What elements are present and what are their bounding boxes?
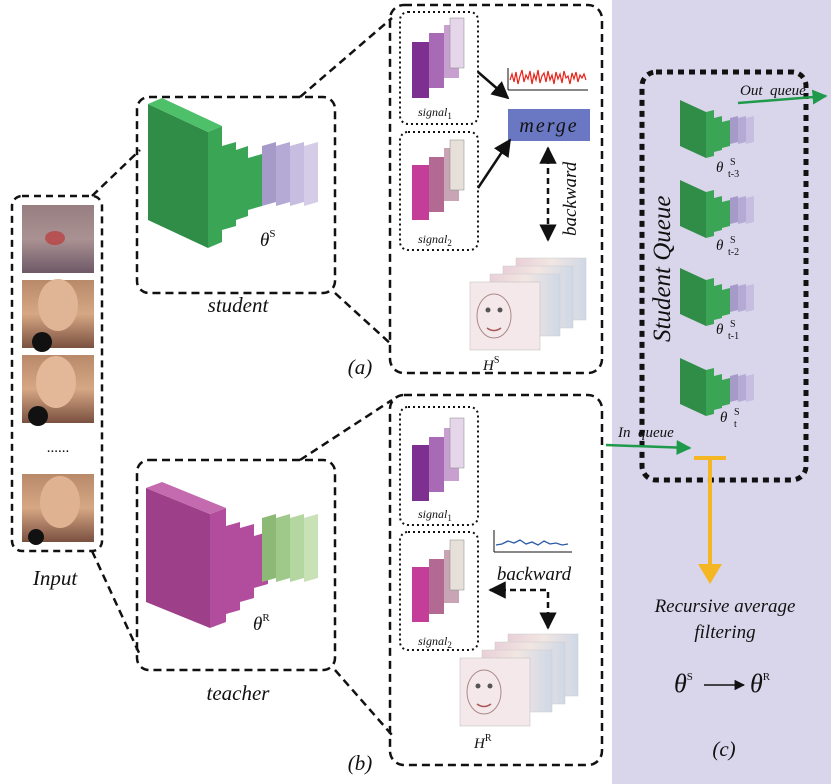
teacher-network-icon <box>146 482 318 628</box>
hr-label: HR <box>473 733 492 752</box>
backward-label-b: backward <box>497 564 572 585</box>
svg-text:θS: θS <box>674 669 693 698</box>
input-ellipsis: ...... <box>47 440 70 456</box>
student-queue-label: Student Queue <box>649 196 676 342</box>
queue-network-t <box>680 358 754 416</box>
out-queue-label: Out queue <box>740 83 806 99</box>
merge-label: merge <box>519 115 578 137</box>
input-face-2 <box>22 279 94 352</box>
queue-network-t2 <box>680 180 754 238</box>
svg-text:θSt-1: θSt-1 <box>716 319 739 342</box>
input-face-4 <box>22 474 94 545</box>
panel-b-box <box>388 393 604 767</box>
recursive-filter-arrow <box>694 456 726 584</box>
panel-c-label: (c) <box>712 737 735 761</box>
svg-text:signal2: signal2 <box>418 232 452 248</box>
input-frame-border <box>10 194 104 553</box>
svg-text:θR: θR <box>750 669 771 698</box>
signal1-box-a <box>399 11 479 125</box>
merge-box <box>508 109 590 141</box>
panel-a-box <box>388 3 604 375</box>
student-label: student <box>208 293 270 317</box>
signal-plot-blue <box>493 530 572 553</box>
signal-plot-red <box>507 68 588 91</box>
student-box <box>135 95 337 295</box>
input-face-3 <box>22 355 94 426</box>
signal2-box-b <box>399 531 479 651</box>
signal1-box-b <box>399 406 479 526</box>
panel-a-label: (a) <box>348 355 373 379</box>
teacher-label: teacher <box>207 681 271 705</box>
heatmap-stack-hr <box>459 633 579 727</box>
out-queue-arrow <box>737 89 828 105</box>
svg-text:signal2: signal2 <box>418 634 452 650</box>
teacher-box <box>135 458 337 672</box>
backward-arrow-b <box>488 581 557 630</box>
svg-text:θSt: θSt <box>720 407 740 430</box>
svg-text:θSt-2: θSt-2 <box>716 235 739 258</box>
student-network-icon <box>148 98 318 248</box>
hs-label: HS <box>482 355 499 374</box>
connector-input-student <box>91 149 141 197</box>
theta-transfer-equation: θS θR <box>674 669 771 698</box>
queue-network-t1 <box>680 268 754 326</box>
student-queue-box <box>639 69 809 483</box>
teacher-theta: θR <box>253 612 270 635</box>
signal2-box-a <box>399 131 479 251</box>
input-label: Input <box>32 566 78 590</box>
in-queue-arrow <box>605 440 692 456</box>
in-queue-label: In queue <box>617 425 674 441</box>
panel-b-label: (b) <box>348 751 373 775</box>
signal2-blocks-b <box>412 539 465 622</box>
input-frames-group: ...... <box>10 194 104 553</box>
svg-text:signal1: signal1 <box>418 105 452 121</box>
connector-input-teacher <box>90 550 142 656</box>
svg-text:θSt-3: θSt-3 <box>716 157 739 180</box>
student-theta: θS <box>260 228 275 251</box>
signal1-blocks-a <box>412 17 465 98</box>
input-face-1 <box>22 205 94 273</box>
recursive-label-line2: filtering <box>694 622 755 643</box>
signal2-blocks-a <box>412 139 465 220</box>
queue-network-t3 <box>680 100 754 158</box>
recursive-label-line1: Recursive average <box>654 596 796 617</box>
svg-text:signal1: signal1 <box>418 507 452 523</box>
backward-label-a: backward <box>560 161 581 236</box>
signal1-blocks-b <box>412 417 465 501</box>
heatmap-stack-hs <box>469 257 587 351</box>
